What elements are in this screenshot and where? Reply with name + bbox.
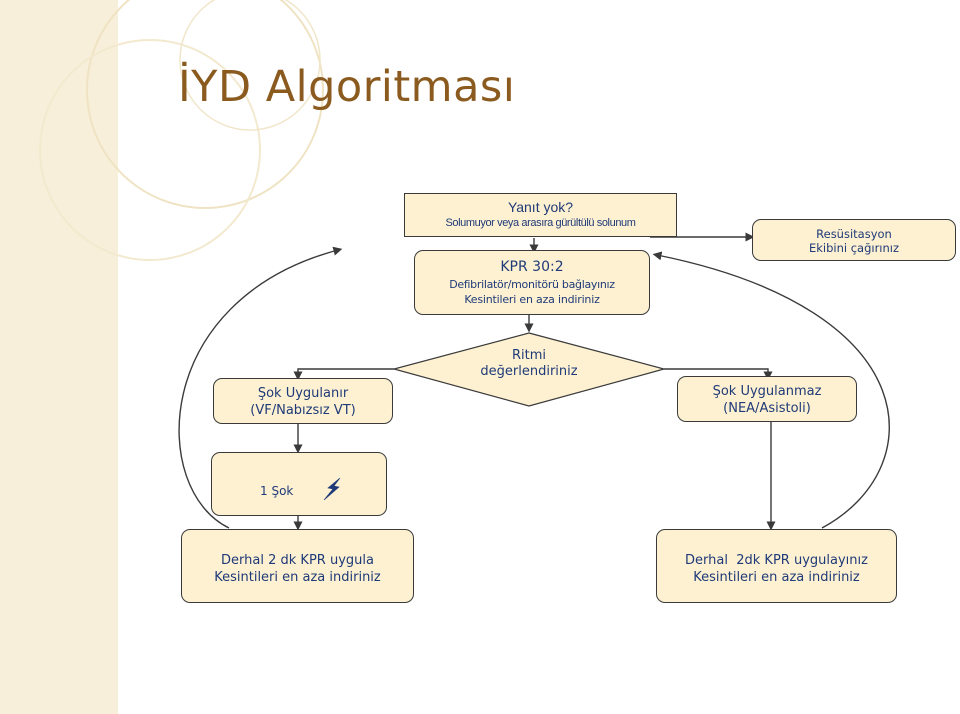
decorative-circles	[39, 0, 324, 261]
node-non-shockable-line2: (NEA/Asistoli)	[723, 401, 811, 416]
node-cpr-line2: Defibrilatör/monitörü bağlayınız	[449, 278, 615, 291]
node-shockable: Şok Uygulanır (VF/Nabızsız VT)	[213, 378, 393, 424]
node-cpr-right-line2: Kesintileri en aza indiriniz	[693, 570, 860, 585]
connector-rhythm-to-shockable	[293, 368, 394, 381]
node-cpr: KPR 30:2 Defibrilatör/monitörü bağlayını…	[414, 250, 650, 315]
node-cpr-left-line1: Derhal 2 dk KPR uygula	[221, 553, 374, 568]
node-shockable-line2: (VF/Nabızsız VT)	[250, 403, 356, 418]
loop-right-return	[652, 251, 890, 529]
node-team-line2: Ekibini çağırınız	[808, 241, 900, 255]
node-non-shockable: Şok Uygulanmaz (NEA/Asistoli)	[677, 376, 857, 422]
rhythm-diamond	[391, 332, 667, 407]
node-cpr-line1: KPR 30:2	[500, 259, 564, 275]
node-cpr-right-line1: Derhal 2dk KPR uygulayınız	[685, 553, 868, 568]
node-cpr-left: Derhal 2 dk KPR uygula Kesintileri en az…	[181, 529, 414, 603]
node-unresponsive: Yanıt yok? Solumuyor veya arasıra gürült…	[404, 193, 677, 237]
node-cpr-left-line2: Kesintileri en aza indiriniz	[214, 570, 381, 585]
node-unresponsive-line2: Solumuyor veya arasıra gürültülü solunum	[445, 217, 636, 229]
node-shockable-line1: Şok Uygulanır	[257, 386, 349, 401]
node-cpr-right: Derhal 2dk KPR uygulayınız Kesintileri e…	[656, 529, 897, 603]
slide-title: İYD Algoritması	[178, 62, 516, 112]
lightning-bolt-icon	[323, 477, 341, 501]
node-team: Resüsitasyon Ekibini çağırınız	[752, 219, 956, 261]
node-shock: 1 Şok	[211, 452, 387, 516]
connector-rhythm-to-non-shockable	[664, 368, 773, 381]
node-rhythm: Ritmi değerlendiriniz	[434, 348, 624, 380]
node-unresponsive-line1: Yanıt yok?	[507, 199, 574, 215]
node-rhythm-line2: değerlendiriniz	[480, 364, 578, 379]
node-shock-label: 1 Şok	[260, 484, 294, 498]
node-team-line1: Resüsitasyon	[816, 227, 892, 241]
loop-left-return	[178, 246, 343, 529]
decorative-side-panel	[0, 0, 118, 714]
node-non-shockable-line1: Şok Uygulanmaz	[712, 384, 822, 399]
node-rhythm-line1: Ritmi	[511, 348, 547, 363]
node-cpr-line3: Kesintileri en aza indiriniz	[464, 293, 600, 306]
